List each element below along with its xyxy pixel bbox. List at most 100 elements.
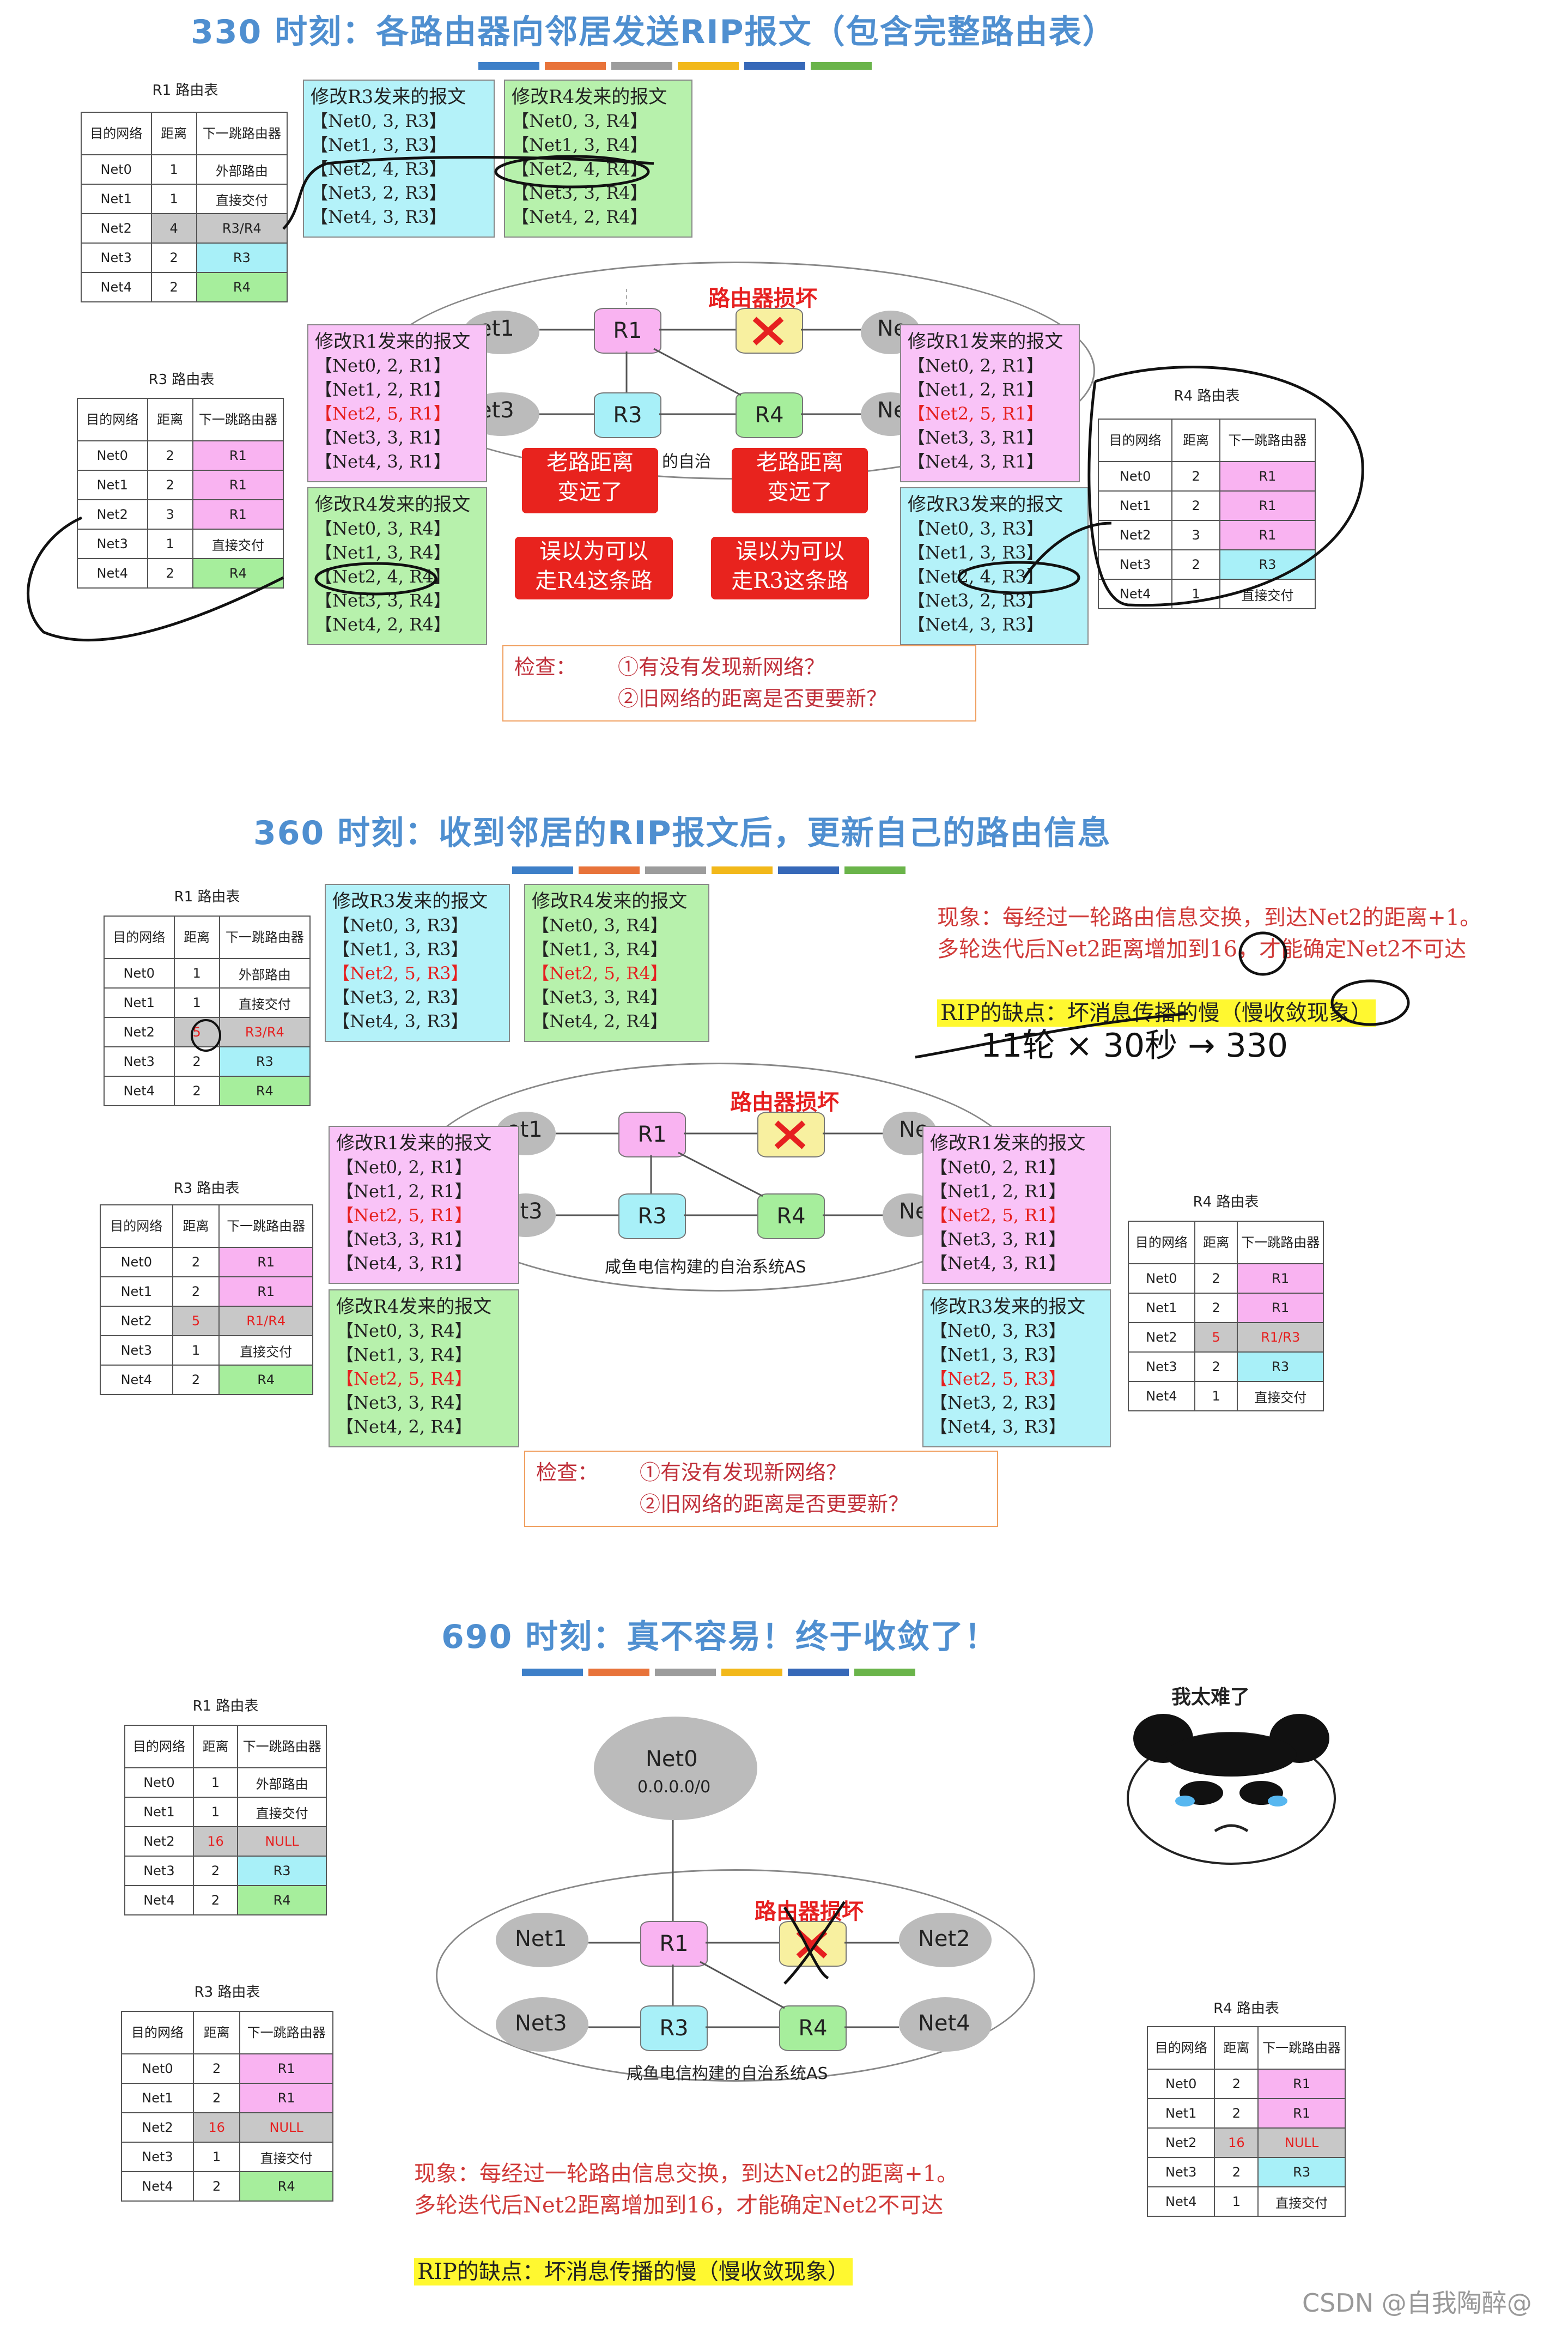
message-entry: 【Net1, 2, R1】 — [908, 379, 1044, 400]
table-cell-dist: 1 — [192, 1767, 239, 1798]
table-cell-dest: Net0 — [1128, 1263, 1195, 1294]
router3-r1: R1 — [640, 1921, 708, 1967]
message-entry: 【Net1, 2, R1】 — [336, 1181, 472, 1202]
table-header-dist: 距离 — [173, 916, 220, 959]
color-bar — [611, 62, 672, 70]
table-cell-hop: R3 — [196, 242, 288, 273]
message-header: 修改R3发来的报文 — [311, 86, 466, 108]
callout-far-right: 老路距离变远了 — [732, 448, 868, 513]
table-cell-dist: 2 — [1171, 549, 1220, 580]
check-label: 检查： — [514, 655, 577, 679]
table-cell-dest: Net1 — [1097, 490, 1173, 521]
table-cell-hop: R3 — [1219, 549, 1316, 580]
r1-table-caption: R1 路由表 — [152, 82, 218, 99]
table-cell-hop: 外部路由 — [196, 154, 288, 185]
table-cell-dist: 2 — [1171, 490, 1220, 521]
message-entry: 【Net2, 5, R1】 — [336, 1205, 472, 1226]
message-header: 修改R1发来的报文 — [908, 331, 1063, 353]
message-entry: 【Net2, 5, R1】 — [930, 1205, 1066, 1226]
table-header-dist: 距离 — [192, 1725, 239, 1768]
message-entry: 【Net0, 3, R4】 — [532, 915, 668, 936]
net4-label-3: Net4 — [918, 2011, 970, 2036]
check-q1: ①有没有发现新网络？ — [618, 655, 825, 679]
message-entry: 【Net1, 3, R3】 — [930, 1344, 1066, 1365]
table-cell-dest: Net2 — [121, 2112, 194, 2143]
message-entry: 【Net1, 2, R1】 — [930, 1181, 1066, 1202]
color-bar — [744, 62, 805, 70]
csdn-watermark: CSDN @自我陶醉@ — [1302, 2288, 1532, 2318]
table-cell-hop: R4 — [218, 1076, 311, 1106]
message-header: 修改R3发来的报文 — [908, 494, 1063, 516]
table-cell-dist: 2 — [192, 2083, 241, 2113]
net3-label-3: Net3 — [515, 2011, 567, 2036]
table-cell-dest: Net3 — [124, 1856, 194, 1886]
table-cell-dist: 2 — [1194, 1293, 1238, 1323]
table-cell-dest: Net1 — [104, 987, 175, 1018]
table-cell-dest: Net2 — [104, 1017, 175, 1047]
table-cell-dist: 2 — [1214, 2069, 1259, 2099]
table-cell-dist: 2 — [150, 242, 197, 273]
router-broken-label-2: 路由器损坏 — [730, 1090, 839, 1115]
table-cell-hop: R1 — [1219, 520, 1316, 550]
color-bar — [844, 866, 905, 874]
table-cell-dist: 2 — [192, 1856, 239, 1886]
table-cell-dist: 2 — [1214, 2157, 1259, 2187]
message-entry: 【Net4, 3, R3】 — [332, 1011, 469, 1032]
router-r1: R1 — [594, 308, 661, 354]
as-label-3: 咸鱼电信构建的自治系统AS — [627, 2064, 828, 2083]
table-cell-dest: Net1 — [121, 2083, 194, 2113]
table-cell-hop: R4 — [239, 2171, 333, 2202]
table-cell-dest: Net2 — [100, 1306, 173, 1336]
table-header-dest: 目的网络 — [81, 112, 152, 155]
color-bar — [512, 866, 573, 874]
table-cell-hop: R3 — [237, 1856, 327, 1886]
table-cell-dist: 5 — [172, 1306, 220, 1336]
message-header: 修改R1发来的报文 — [336, 1132, 492, 1154]
message-entry: 【Net1, 3, R4】 — [336, 1344, 472, 1365]
message-entry: 【Net0, 2, R1】 — [315, 355, 451, 376]
phenomenon-line1-690: 现象：每经过一轮路由信息交换，到达Net2的距离+1。 — [414, 2161, 959, 2186]
table-cell-hop: 直接交付 — [237, 1797, 327, 1827]
table-cell-dist: 1 — [150, 154, 197, 185]
message-entry: 【Net1, 3, R3】 — [332, 939, 469, 960]
table-header-hop: 下一跳路由器 — [196, 112, 288, 155]
msg-r4-to-r3: 修改R4发来的报文【Net0, 3, R4】【Net1, 3, R4】【Net2… — [307, 487, 487, 645]
callout-mistake-right: 误以为可以走R3这条路 — [711, 537, 869, 599]
color-bars-3 — [522, 1669, 915, 1676]
message-header: 修改R1发来的报文 — [930, 1132, 1086, 1154]
table-cell-dest: Net4 — [81, 272, 152, 302]
table-cell-hop: R1 — [1257, 2098, 1346, 2129]
color-bar — [579, 866, 640, 874]
as-region-3 — [436, 1869, 1035, 2082]
message-header: 修改R1发来的报文 — [315, 331, 471, 353]
message-entry: 【Net0, 3, R3】 — [908, 518, 1044, 539]
r3-table-caption: R3 路由表 — [148, 372, 215, 388]
message-header: 修改R4发来的报文 — [512, 86, 667, 108]
table-cell-dest: Net1 — [124, 1797, 194, 1827]
table-cell-dest: Net2 — [1146, 2127, 1215, 2158]
message-entry: 【Net3, 3, R4】 — [532, 987, 668, 1008]
message-entry: 【Net2, 5, R4】 — [532, 963, 668, 984]
message-entry: 【Net3, 3, R4】 — [336, 1392, 472, 1413]
table-cell-dist: 16 — [192, 2112, 241, 2143]
table-cell-hop: R1/R4 — [218, 1306, 313, 1336]
router-r4: R4 — [736, 392, 803, 438]
table-cell-dest: Net1 — [81, 184, 152, 214]
message-entry: 【Net3, 3, R1】 — [315, 427, 451, 448]
color-bar — [854, 1669, 915, 1676]
table-header-hop: 下一跳路由器 — [237, 1725, 327, 1768]
message-entry: 【Net0, 3, R4】 — [315, 518, 451, 539]
